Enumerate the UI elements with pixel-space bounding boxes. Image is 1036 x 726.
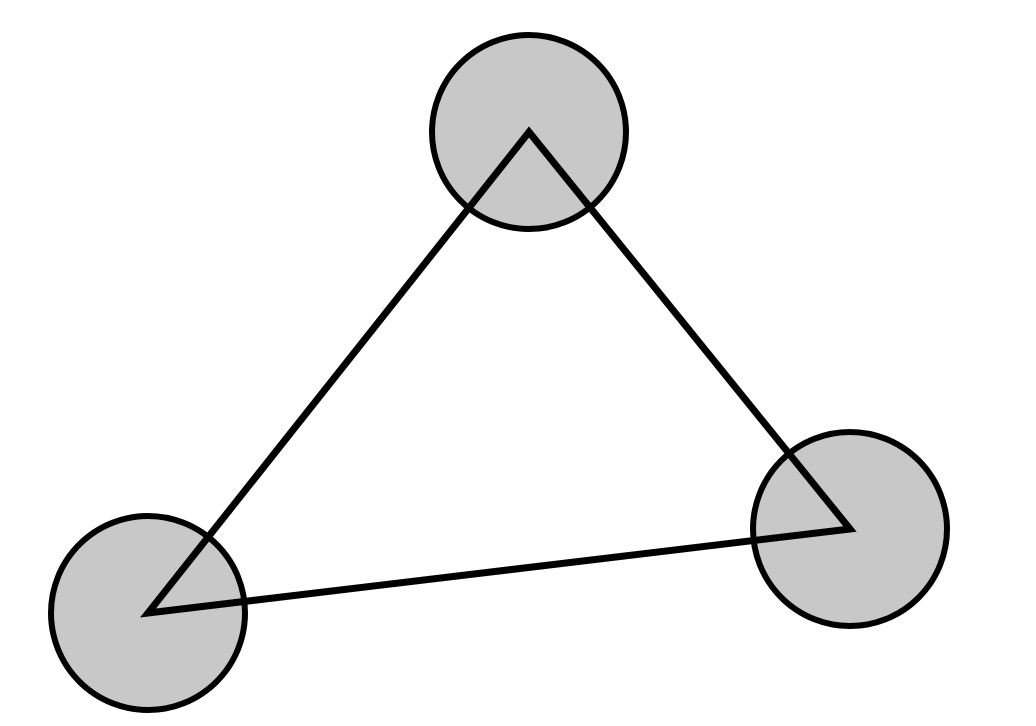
triangle-outline bbox=[139, 126, 857, 618]
